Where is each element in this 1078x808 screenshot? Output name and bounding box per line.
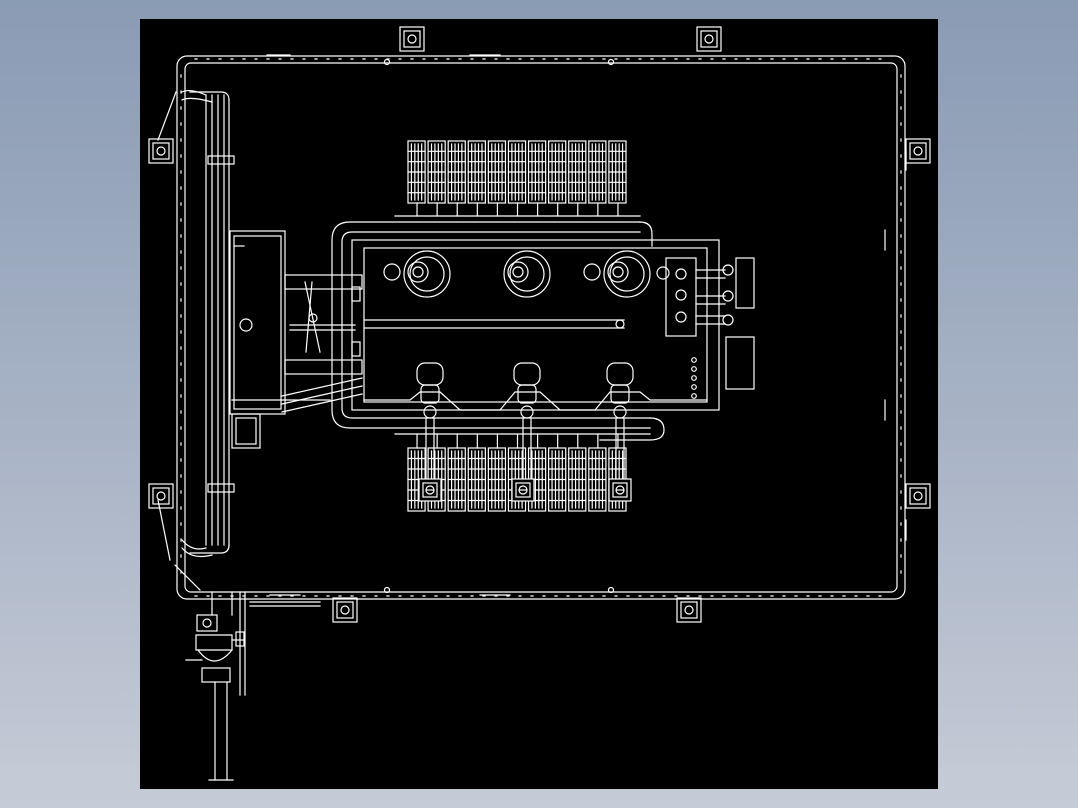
transformer-plan-drawing — [148, 26, 931, 781]
radiator-fin-module — [568, 140, 587, 217]
radiator-top-bank — [407, 140, 627, 217]
gauge-dot — [691, 366, 697, 372]
lv-bushing — [606, 362, 634, 481]
terminal-box — [656, 257, 755, 390]
radiator-fin-module — [548, 140, 567, 217]
mounting-brackets — [148, 26, 931, 623]
mounting-bracket — [905, 483, 931, 509]
radiator-fin-module — [588, 140, 607, 217]
radiator-fin-module — [467, 433, 486, 512]
radiator-fin-module — [527, 140, 547, 217]
gauge-dot — [691, 384, 697, 390]
mounting-bracket — [399, 26, 425, 52]
radiator-fin-module — [568, 433, 587, 512]
lv-bushing — [513, 362, 541, 481]
hv-bushing — [583, 250, 651, 298]
radiator-fin-module — [427, 140, 446, 217]
radiator-fin-module — [467, 140, 486, 217]
radiator-fin-module — [447, 433, 466, 512]
radiator-fin-module — [407, 140, 426, 217]
radiator-fin-module — [487, 140, 507, 217]
left-pipe-bundle — [157, 89, 235, 591]
mounting-bracket — [696, 26, 722, 52]
main-tank — [351, 239, 720, 411]
mounting-bracket — [676, 597, 702, 623]
tank-floor-outline — [363, 391, 708, 411]
cad-drawing-viewport[interactable] — [140, 19, 938, 789]
gauge-dot — [691, 375, 697, 381]
hv-bushings — [383, 250, 651, 298]
gauge-dot — [691, 393, 697, 399]
mounting-bracket — [332, 597, 358, 623]
mounting-bracket — [148, 483, 174, 509]
radiator-bottom-bank — [407, 433, 627, 512]
radiator-fin-module — [588, 433, 607, 512]
enclosure-frame — [176, 54, 907, 600]
lv-cable-outlet — [608, 478, 632, 502]
lv-cable-outlets — [418, 478, 632, 502]
lv-cable-outlet — [511, 478, 535, 502]
radiator-fin-module — [487, 433, 507, 512]
hv-bushing — [383, 250, 451, 298]
radiator-fin-module — [608, 140, 627, 217]
valve-assembly — [185, 591, 321, 781]
mounting-bracket — [148, 138, 174, 164]
mounting-bracket — [905, 138, 931, 164]
radiator-fin-module — [548, 433, 567, 512]
hv-bushing — [503, 250, 551, 298]
radiator-fin-module — [447, 140, 466, 217]
lv-bushing — [416, 362, 444, 481]
gauge-dot — [691, 357, 697, 363]
connection-linkage — [281, 274, 363, 413]
control-cabinet — [229, 230, 331, 449]
lv-bushings — [363, 362, 708, 481]
gauge-dots — [691, 357, 697, 399]
radiator-fin-module — [507, 140, 527, 217]
lv-cable-outlet — [418, 478, 442, 502]
